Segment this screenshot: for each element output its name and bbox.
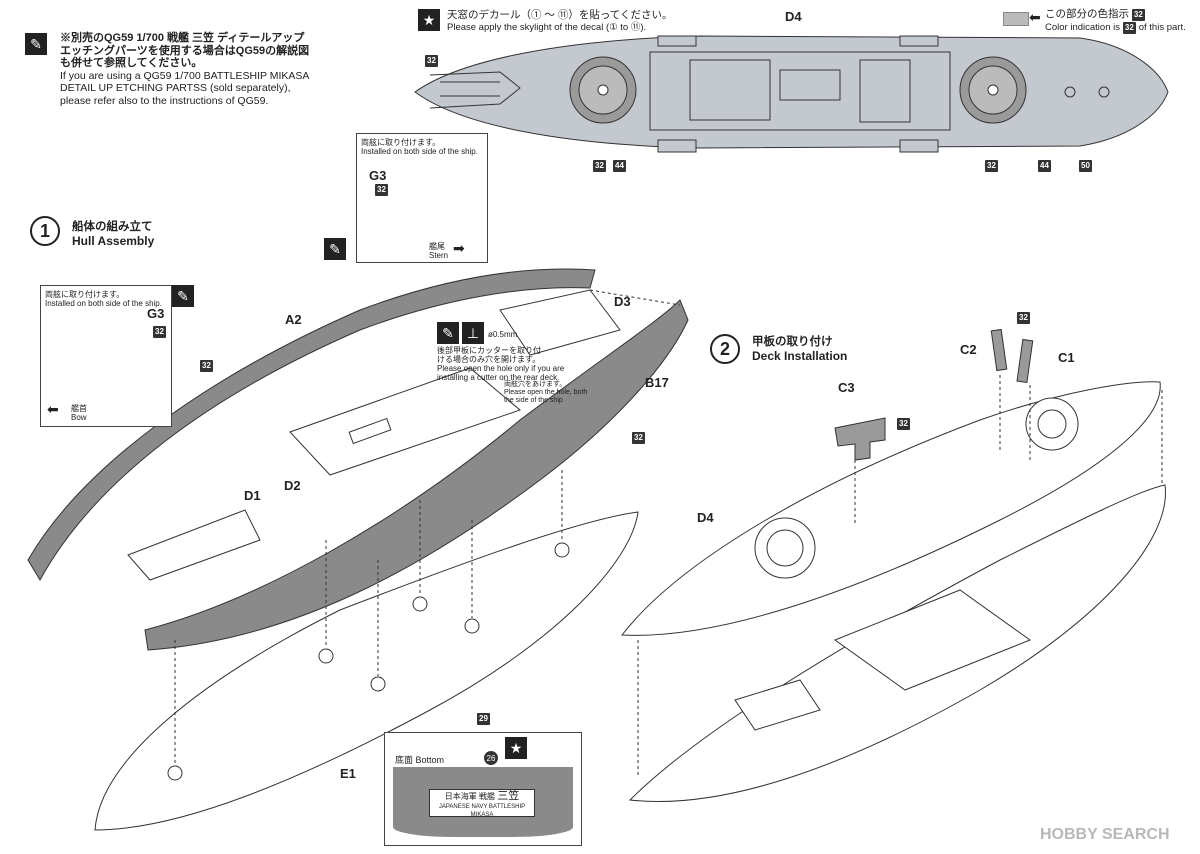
hole-subnote-en1: Please open the hole, both (504, 389, 588, 396)
step2-title-jp: 甲板の取り付け (752, 336, 833, 348)
hole-note-en2: installing a cutter on the rear deck. (437, 373, 560, 382)
brush-icon: ✎ (25, 33, 47, 55)
note-line2: エッチングパーツを使用する場合はQG59の解説図 (60, 44, 310, 57)
step2-number: 2 (710, 334, 740, 364)
stern-inset-badge: 32 (375, 184, 388, 196)
step2-badge-c3: 32 (897, 418, 910, 430)
part-b17: B17 (645, 375, 669, 390)
drill-icon: ⊥ (462, 322, 484, 344)
bottom-inset-label: 底面 Bottom (395, 753, 444, 766)
watermark-text: HOBBY SEARCH (1040, 826, 1170, 843)
note-line4: If you are using a QG59 1/700 BATTLESHIP… (60, 69, 310, 82)
bow-inset-en: Installed on both side of the ship. (45, 299, 162, 308)
top-badge-6: 50 (1079, 160, 1092, 172)
top-deck-label: D4 (785, 9, 802, 24)
star-icon: ★ (418, 9, 440, 31)
top-badge-1: 32 (425, 55, 438, 67)
stern-inset-jp: 両舷に取り付けます。 (361, 138, 441, 147)
watermark: HOBBY SEARCH (1040, 826, 1170, 844)
part-c3: C3 (838, 380, 855, 395)
part-c1: C1 (1058, 350, 1075, 365)
step2-badge-c: 32 (1017, 312, 1030, 324)
hole-subnote: 両舷穴をあけます。 Please open the hole, both the… (504, 381, 587, 405)
step1-title-jp: 船体の組み立て (72, 221, 153, 233)
top-badge-2: 32 (593, 160, 606, 172)
hull-assembly-drawing (27, 268, 689, 831)
star-icon-bottom: ★ (505, 737, 527, 759)
hole-size: ø0.5mm (488, 330, 518, 339)
step2-title-en: Deck Installation (752, 349, 848, 363)
note-line6: please refer also to the instructions of… (60, 94, 269, 107)
stern-dir-jp: 艦尾 (429, 242, 445, 251)
color-note-jp: この部分の色指示 (1045, 8, 1129, 20)
stern-inset-dir: 艦尾 Stern (429, 242, 448, 260)
color-note-en-prefix: Color indication is (1045, 22, 1120, 33)
etching-note: ※別売のQG59 1/700 戦艦 三笠 ディテールアップ エッチングパーツを使… (60, 32, 309, 107)
stern-dir-en: Stern (429, 251, 449, 260)
nameplate-jp: 日本海軍 戦艦 三笠 (430, 790, 534, 803)
bow-inset-jp: 両舷に取り付けます。 (45, 290, 125, 299)
hole-note-jp1: 後部甲板にカッターを取り付 (437, 346, 541, 355)
color-badge-2: 32 (1122, 22, 1136, 34)
hole-subnote-en2: the side of the ship (504, 397, 563, 404)
top-badge-4: 32 (985, 160, 998, 172)
step2-title: 甲板の取り付け Deck Installation (752, 333, 847, 363)
bow-dir-jp: 艦首 (71, 404, 87, 413)
part-a2: A2 (285, 312, 302, 327)
arrow-left-icon: ⬅ (1029, 9, 1041, 25)
step1-badge-left: 32 (200, 360, 213, 372)
bottom-en: Bottom (415, 755, 445, 765)
color-swatch (1003, 12, 1029, 26)
part-d1: D1 (244, 488, 261, 503)
part-d3: D3 (614, 294, 631, 309)
hole-subnote-jp: 両舷穴をあけます。 (504, 381, 567, 388)
decal-note-jp: 天窓のデカール（① ～ ⑪）を貼ってください。 (447, 9, 673, 21)
brush-icon-stern: ✎ (324, 238, 346, 260)
part-d4: D4 (697, 510, 714, 525)
decal-number: 26 (484, 751, 498, 765)
note-line3: も併せて参照してください。 (60, 57, 203, 69)
stern-inset-part: G3 (369, 168, 387, 183)
nameplate-jp-text: 日本海軍 戦艦 (444, 792, 495, 801)
bow-dir-en: Bow (71, 413, 87, 422)
arrow-left-icon-bow: ⬅ (47, 401, 59, 417)
brush-icon-hole: ✎ (437, 322, 459, 344)
note-line5: DETAIL UP ETCHING PARTSS (sold separatel… (60, 82, 291, 94)
note-line1: ※別売のQG59 1/700 戦艦 三笠 ディテールアップ (60, 32, 305, 44)
top-badge-3: 44 (613, 160, 626, 172)
nameplate-en: JAPANESE NAVY BATTLESHIP MIKASA (438, 804, 526, 818)
top-deck-plan (414, 35, 1169, 153)
part-e1: E1 (340, 766, 356, 781)
arrow-right-icon: ➡ (453, 240, 465, 256)
decal-note: 天窓のデカール（① ～ ⑪）を貼ってください。 Please apply the… (447, 9, 673, 34)
step1-badge-bottom: 29 (477, 713, 490, 725)
color-note-en-suffix: of this part. (1138, 22, 1186, 33)
nameplate-name: 三笠 (497, 789, 520, 802)
decal-note-en: Please apply the skylight of the decal (… (447, 21, 647, 33)
color-note: この部分の色指示 32 Color indication is 32 of th… (1045, 8, 1186, 35)
deck-installation-drawing (621, 328, 1166, 803)
part-c2: C2 (960, 342, 977, 357)
bow-inset: 両舷に取り付けます。 Installed on both side of the… (40, 285, 172, 427)
stern-inset: 両舷に取り付けます。 Installed on both side of the… (356, 133, 488, 263)
bottom-inset: 底面 Bottom ★ 26 日本海軍 戦艦 三笠 JAPANESE NAVY … (384, 732, 582, 846)
part-d2: D2 (284, 478, 301, 493)
step1-badge-right: 32 (632, 432, 645, 444)
color-badge: 32 (1131, 9, 1145, 21)
bottom-jp: 底面 (395, 755, 414, 765)
bow-inset-part: G3 (147, 306, 165, 321)
top-badge-5: 44 (1038, 160, 1051, 172)
step1-title: 船体の組み立て Hull Assembly (72, 218, 154, 248)
hole-note-en1: Please open the hole only if you are (437, 364, 565, 373)
nameplate-decal: 日本海軍 戦艦 三笠 JAPANESE NAVY BATTLESHIP MIKA… (429, 789, 535, 818)
stern-inset-en: Installed on both side of the ship. (361, 147, 478, 156)
bow-inset-dir: 艦首 Bow (71, 404, 87, 422)
step1-number: 1 (30, 216, 60, 246)
bow-inset-badge: 32 (153, 326, 166, 338)
hole-note-jp2: ける場合のみ穴を開けます。 (437, 355, 541, 364)
hole-note: 後部甲板にカッターを取り付 ける場合のみ穴を開けます。 Please open … (437, 346, 567, 382)
brush-icon-bow: ✎ (172, 285, 194, 307)
step1-title-en: Hull Assembly (72, 234, 155, 248)
